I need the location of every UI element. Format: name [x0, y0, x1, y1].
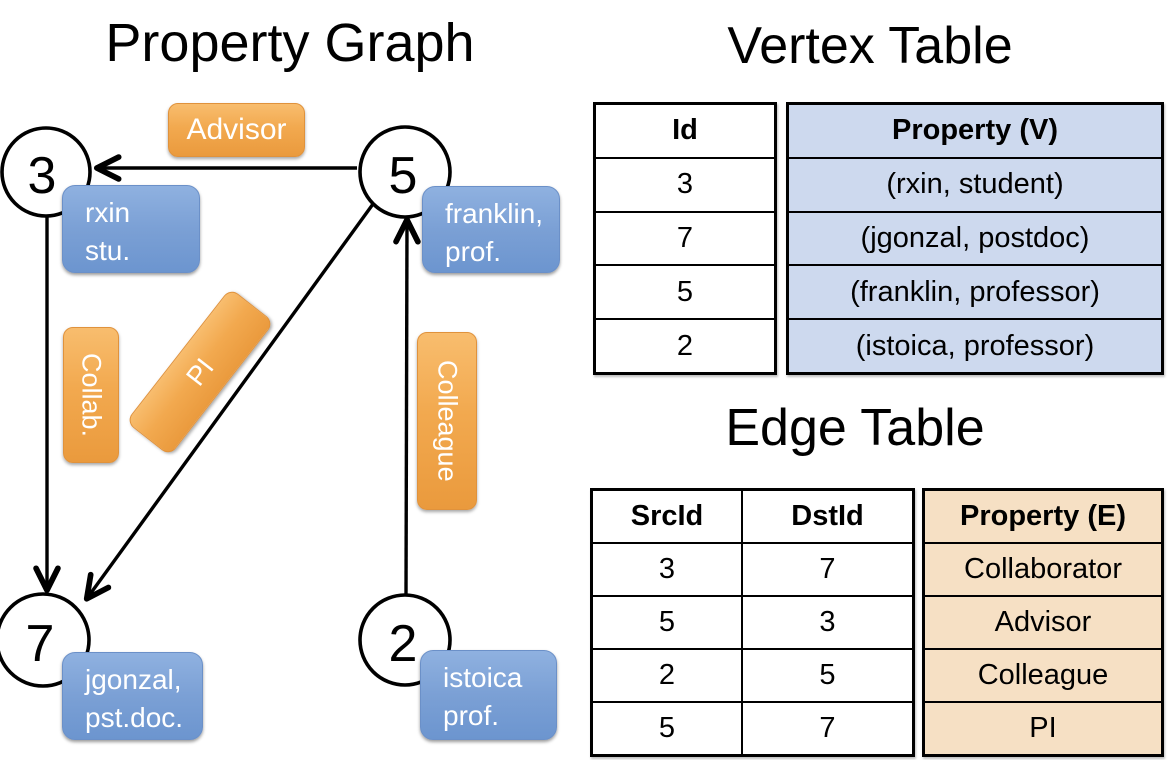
vertex-5-property-box: franklin, prof.	[422, 186, 560, 273]
edge-table-property-column: Property (E) Collaborator Advisor Collea…	[922, 488, 1164, 757]
table-cell: 3	[741, 597, 912, 648]
table-cell: 7	[676, 221, 694, 254]
edge-table-header-property: Property (E)	[960, 500, 1126, 532]
edge-2-to-5	[393, 216, 421, 595]
vertex-7-property-box: jgonzal, pst.doc.	[62, 652, 203, 740]
table-cell: 5	[676, 275, 694, 308]
vertex-table-property-column: Property (V) (rxin, student) (jgonzal, p…	[786, 102, 1164, 375]
vertex-3-property-line2: stu.	[85, 235, 131, 266]
table-cell: Collaborator	[964, 553, 1122, 585]
vertex-table-id-column: Id 3 7 5 2	[593, 102, 777, 375]
edge-label-collab: Collab.	[63, 327, 119, 463]
vertex-2-property-box: istoica prof.	[420, 650, 557, 740]
table-cell: 3	[676, 168, 694, 201]
edge-table-title: Edge Table	[725, 399, 985, 457]
vertex-table-title: Vertex Table	[727, 17, 1013, 75]
vertex-3-property-box: rxin stu.	[62, 185, 200, 273]
vertex-5-id: 5	[389, 147, 418, 205]
table-cell: 3	[658, 553, 676, 585]
table-cell: (jgonzal, postdoc)	[860, 221, 1090, 254]
graph-title: Property Graph	[105, 13, 475, 73]
vertex-2-property-line2: prof.	[443, 700, 500, 731]
table-cell: (rxin, student)	[886, 168, 1064, 201]
table-cell: PI	[1029, 712, 1057, 744]
table-cell: (istoica, professor)	[855, 329, 1095, 362]
vertex-2-id: 2	[389, 615, 418, 673]
table-cell: (franklin, professor)	[850, 275, 1100, 308]
edge-label-colleague: Colleague	[417, 332, 477, 510]
table-cell: 7	[741, 544, 912, 595]
table-cell: 2	[676, 329, 694, 362]
table-cell: Colleague	[977, 659, 1109, 691]
vertex-table-header-property: Property (V)	[892, 114, 1058, 147]
vertex-3-property-line1: rxin	[85, 197, 131, 228]
table-cell: 7	[741, 703, 912, 754]
vertex-7-property-line1: jgonzal,	[85, 664, 182, 695]
table-cell: 5	[741, 650, 912, 701]
graph-canvas: 3 5 7 2	[0, 125, 452, 688]
edge-5-to-7	[83, 203, 375, 602]
table-cell: 2	[658, 659, 676, 691]
edge-table-header-srcid: SrcId	[630, 500, 704, 532]
table-cell: Advisor	[994, 606, 1092, 638]
table-cell: 5	[658, 606, 676, 638]
vertex-3-id: 3	[28, 147, 57, 205]
vertex-7-property-line2: pst.doc.	[85, 702, 184, 733]
edge-table-header-dstid: DstId	[741, 491, 912, 542]
table-cell: 5	[658, 712, 676, 744]
vertex-table-header-id: Id	[672, 114, 698, 147]
vertex-5-property-line2: prof.	[445, 236, 502, 267]
vertex-7-id: 7	[26, 615, 55, 673]
vertex-2-property-line1: istoica	[443, 662, 523, 693]
edge-label-advisor: Advisor	[168, 103, 305, 157]
edge-table-id-columns: SrcId DstId 3 7 5 3 2 5 5 7	[590, 488, 915, 757]
vertex-5-property-line1: franklin,	[445, 198, 544, 229]
